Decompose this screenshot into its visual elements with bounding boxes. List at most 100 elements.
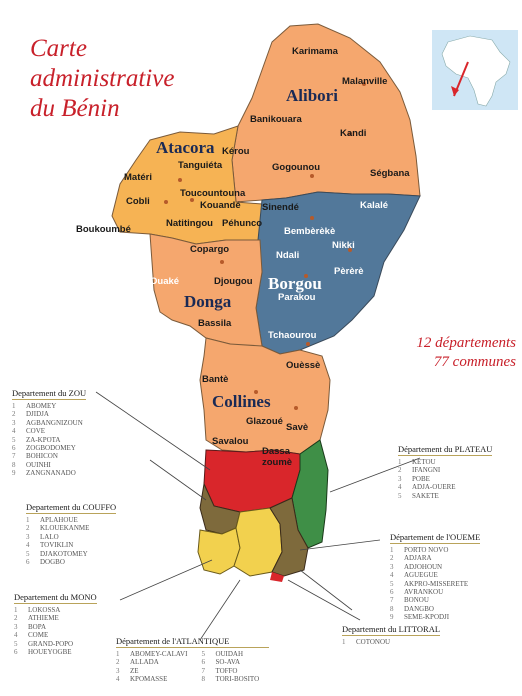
legend-item: SAKETE bbox=[412, 491, 439, 500]
legend-item: AVRANKOU bbox=[404, 588, 444, 597]
city-label: Glazoué bbox=[246, 416, 283, 427]
title-line-2: administrative bbox=[30, 65, 175, 92]
legend-item: ZA-KPOTA bbox=[26, 435, 61, 444]
legend-item: OUINHI bbox=[26, 460, 51, 469]
legend-title: Departement du COUFFO bbox=[26, 502, 117, 514]
legend-item: ZANGNANADO bbox=[26, 469, 76, 478]
legend-item: POBE bbox=[412, 474, 430, 483]
city-label: Ndali bbox=[276, 250, 300, 261]
legend-item: AGUEGUE bbox=[404, 571, 438, 580]
legend-item: BOHICON bbox=[26, 452, 58, 461]
legend-item: LOKOSSA bbox=[28, 606, 61, 614]
city-label: Banikouara bbox=[250, 114, 302, 125]
legend-item: ZOGBODOMEY bbox=[26, 444, 76, 453]
legend-item: APLAHOUE bbox=[40, 516, 78, 524]
city-label: Ouaké bbox=[150, 276, 180, 287]
legend-item: KPOMASSE bbox=[130, 675, 168, 684]
city-label: Sinendé bbox=[262, 202, 299, 213]
legend-item: OUIDAH bbox=[215, 650, 244, 658]
stats-label: 12 départements 77 communes bbox=[366, 334, 516, 372]
legend-item: DANGBO bbox=[404, 604, 434, 613]
legend-item: TORI-BOSITO bbox=[215, 675, 260, 684]
title-line-3: du Bénin bbox=[30, 95, 120, 122]
legend-item: TOFFO bbox=[215, 666, 238, 675]
legend-item: DOGBO bbox=[40, 558, 65, 567]
legend-item: DJAKOTOMEY bbox=[40, 549, 88, 558]
leader-lines bbox=[95, 391, 421, 641]
region-oueme bbox=[269, 497, 309, 577]
legend-item: GRAND-POPO bbox=[28, 639, 74, 648]
legend-item: ADJA-OUERE bbox=[412, 483, 456, 492]
legend-item: LALO bbox=[40, 532, 59, 541]
legend-title: Département du PLATEAU bbox=[398, 444, 493, 456]
legend-item: SEME-KPODJI bbox=[404, 613, 450, 622]
city-label: Ouèssè bbox=[286, 360, 321, 371]
legend-item: AKPRO-MISSERETE bbox=[404, 579, 469, 588]
legend-item: BONOU bbox=[404, 596, 429, 605]
legend-title: Département de l'ATLANTIQUE bbox=[116, 636, 270, 648]
legend-item: KETOU bbox=[412, 458, 436, 466]
legend-title: Departement du ZOU bbox=[12, 388, 87, 400]
legend-title: Departement du MONO bbox=[14, 592, 97, 604]
city-label: Matéri bbox=[124, 172, 152, 183]
legend-item: KLOUEKANME bbox=[40, 524, 90, 533]
city-label: Cobli bbox=[126, 196, 150, 207]
city-label: Toucountouna bbox=[180, 188, 246, 199]
legend-title: Département de l'OUEME bbox=[390, 532, 481, 544]
legend-item: AGBANGNIZOUN bbox=[26, 418, 83, 427]
dept-label-alibori: Alibori bbox=[286, 86, 338, 105]
city-label: Pèrèrè bbox=[334, 266, 364, 277]
city-label: Nikki bbox=[332, 240, 355, 251]
legend-item: ZE bbox=[130, 666, 139, 675]
city-label: Savè bbox=[286, 422, 309, 433]
map-title: Carte administrative du Bénin bbox=[30, 34, 250, 124]
title-line-1: Carte bbox=[30, 35, 87, 62]
dept-label-borgou: Borgou bbox=[268, 274, 322, 293]
city-label: Boukoumbé bbox=[76, 224, 131, 235]
dept-label-donga: Donga bbox=[184, 292, 232, 311]
legend-item: ABOMEY-CALAVI bbox=[130, 650, 188, 658]
city-dots bbox=[164, 82, 366, 410]
city-label: Tanguiéta bbox=[178, 160, 223, 171]
city-label: Tchaourou bbox=[268, 330, 317, 341]
africa-continent bbox=[441, 35, 511, 107]
africa-inset bbox=[432, 30, 518, 110]
city-label: Karimama bbox=[292, 46, 338, 57]
legend-item: PORTO NOVO bbox=[404, 546, 449, 554]
region-mono bbox=[197, 527, 241, 575]
stats-departements: 12 départements bbox=[416, 335, 516, 351]
city-label: Parakou bbox=[278, 292, 316, 303]
legend-item: SO-AVA bbox=[215, 658, 241, 667]
legend-item: ADJOHOUN bbox=[404, 562, 443, 571]
city-label: Bantè bbox=[202, 374, 229, 385]
city-label: Ségbana bbox=[370, 168, 410, 179]
city-label: Kérou bbox=[222, 146, 250, 157]
legend-item: COME bbox=[28, 631, 49, 640]
city-label: Bassila bbox=[198, 318, 232, 329]
city-label: Djougou bbox=[214, 276, 253, 287]
legend-title: Departement du LITTORAL bbox=[342, 624, 441, 636]
city-label: Gogounou bbox=[272, 162, 321, 173]
dept-label-atacora: Atacora bbox=[156, 138, 215, 157]
legend-item: TOVIKLIN bbox=[40, 541, 74, 550]
legend-item: BOPA bbox=[28, 622, 47, 631]
stats-communes: 77 communes bbox=[433, 354, 516, 370]
legend-item: ADJARA bbox=[404, 554, 432, 563]
legend-item: ABOMEY bbox=[26, 402, 57, 410]
legend-item: ALLADA bbox=[130, 658, 159, 667]
dept-label-collines: Collines bbox=[212, 392, 271, 411]
city-label: Malanville bbox=[342, 76, 388, 87]
city-label: Copargo bbox=[190, 244, 230, 255]
legend-item: ATHIEME bbox=[28, 614, 59, 623]
city-label: Natitingou bbox=[166, 218, 213, 229]
city-label: Kalalé bbox=[360, 200, 388, 211]
region-littoral bbox=[270, 572, 284, 582]
city-label: Bembèrèkè bbox=[284, 226, 336, 237]
